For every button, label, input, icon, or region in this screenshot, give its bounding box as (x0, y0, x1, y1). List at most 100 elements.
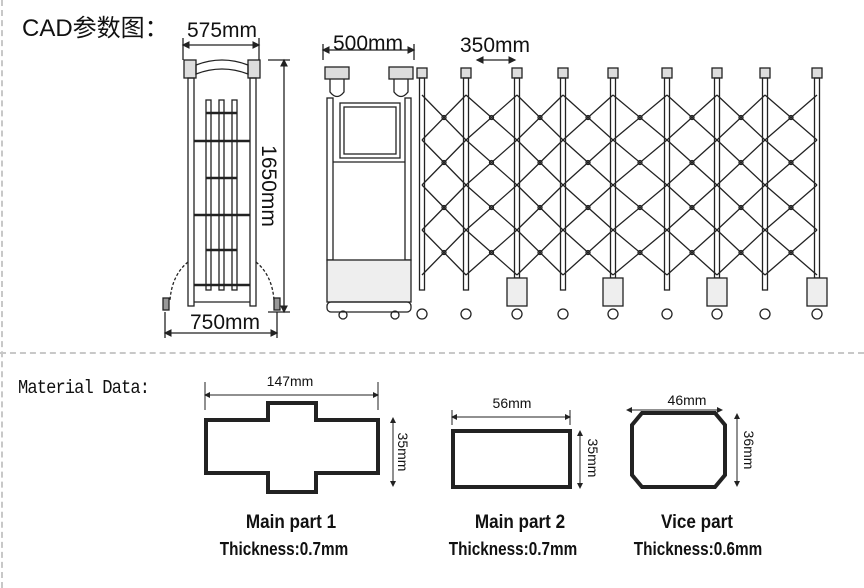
main-part-2-profile (451, 429, 572, 489)
main-part-2-width: 56mm (493, 395, 532, 411)
scissor-bar (465, 229, 518, 276)
scissor-bar (516, 139, 564, 186)
pivot-icon (738, 159, 744, 166)
pivot-icon (488, 114, 495, 121)
main-part-1-height: 35mm (395, 433, 411, 472)
vice-part-width: 46mm (668, 392, 707, 408)
scissor-bar (716, 184, 766, 231)
pivot-icon (585, 204, 591, 211)
pivot-icon (441, 204, 447, 211)
main-part-1-profile (204, 401, 380, 494)
post-cap (811, 67, 823, 79)
pivot-icon (689, 114, 695, 121)
post-wheel-housing (806, 277, 828, 307)
post-spacing-label: 350mm (460, 34, 530, 57)
scissor-bar (562, 139, 614, 186)
wheel-icon (661, 308, 673, 320)
pivot-icon (788, 114, 794, 121)
wheel-icon (557, 308, 569, 320)
scissor-bar (421, 139, 467, 186)
scissor-bar (716, 139, 766, 186)
vice-part-thickness: Thickness:0.6mm (633, 539, 763, 559)
head-width-label: 500mm (333, 32, 403, 55)
gate-post (462, 77, 470, 291)
post-wheel-housing (506, 277, 528, 307)
scissor-bar (612, 139, 668, 186)
scissor-bar (612, 94, 668, 141)
main-part-1-thickness: Thickness:0.7mm (219, 539, 349, 559)
post-wheel-housing (706, 277, 728, 307)
scissor-bar (666, 184, 718, 231)
pivot-icon (689, 159, 695, 166)
main-part-1-width: 147mm (267, 373, 314, 389)
post-cap (460, 67, 472, 79)
section-divider (0, 352, 864, 354)
folded-base-width-label: 750mm (190, 311, 260, 334)
pivot-icon (738, 114, 744, 121)
pivot-icon (441, 114, 447, 121)
main-part-2-thickness: Thickness:0.7mm (448, 539, 578, 559)
pivot-icon (488, 249, 495, 256)
vice-part-name: Vice part (661, 512, 733, 533)
pivot-icon (488, 204, 495, 211)
pivot-icon (788, 249, 794, 256)
pivot-icon (788, 159, 794, 166)
vice-part-profile (630, 411, 727, 489)
post-cap (416, 67, 428, 79)
pivot-icon (637, 114, 643, 121)
wheel-icon (416, 308, 428, 320)
gate-post (713, 77, 721, 279)
material-title: Material Data: (18, 377, 150, 399)
folded-height-label: 1650mm (257, 145, 280, 227)
pivot-icon (637, 204, 643, 211)
pivot-icon (441, 159, 447, 166)
scissor-bar (516, 94, 564, 141)
pivot-icon (488, 159, 495, 166)
vice-part-height: 36mm (741, 431, 757, 470)
pivot-icon (585, 249, 591, 256)
pivot-icon (689, 249, 695, 256)
scissor-bar (716, 94, 766, 141)
scissor-bar (421, 184, 467, 231)
gate-post (813, 77, 821, 279)
main-part-2-name: Main part 2 (474, 512, 566, 533)
scissor-bar (465, 139, 518, 186)
pivot-icon (441, 249, 447, 256)
scissor-bar (516, 229, 564, 276)
pivot-icon (788, 204, 794, 211)
scissor-bar (666, 139, 718, 186)
gate-post (609, 77, 617, 279)
scissor-bar (666, 229, 718, 276)
wheel-icon (607, 308, 619, 320)
scissor-bar (666, 94, 718, 141)
scissor-bar (764, 229, 818, 276)
scissor-bar (465, 184, 518, 231)
scissor-bar (562, 229, 614, 276)
scissor-bar (562, 94, 614, 141)
post-cap (511, 67, 523, 79)
scissor-bar (764, 139, 818, 186)
pivot-icon (637, 159, 643, 166)
gate-post (513, 77, 521, 279)
pivot-icon (738, 204, 744, 211)
scissor-bar (465, 94, 518, 141)
scissor-bar (612, 229, 668, 276)
cad-title: CAD参数图： (22, 15, 169, 42)
pivot-icon (537, 114, 543, 121)
post-cap (661, 67, 673, 79)
wheel-icon (511, 308, 523, 320)
main-part-2-height: 35mm (585, 439, 601, 478)
post-wheel-housing (602, 277, 624, 307)
pivot-icon (637, 249, 643, 256)
folded-top-width-label: 575mm (187, 19, 257, 42)
gate-post (559, 77, 567, 291)
scissor-bar (421, 229, 467, 276)
scissor-bar (716, 229, 766, 276)
wheel-icon (711, 308, 723, 320)
pivot-icon (537, 159, 543, 166)
post-cap (557, 67, 569, 79)
wheel-icon (759, 308, 771, 320)
gate-post (418, 77, 426, 291)
